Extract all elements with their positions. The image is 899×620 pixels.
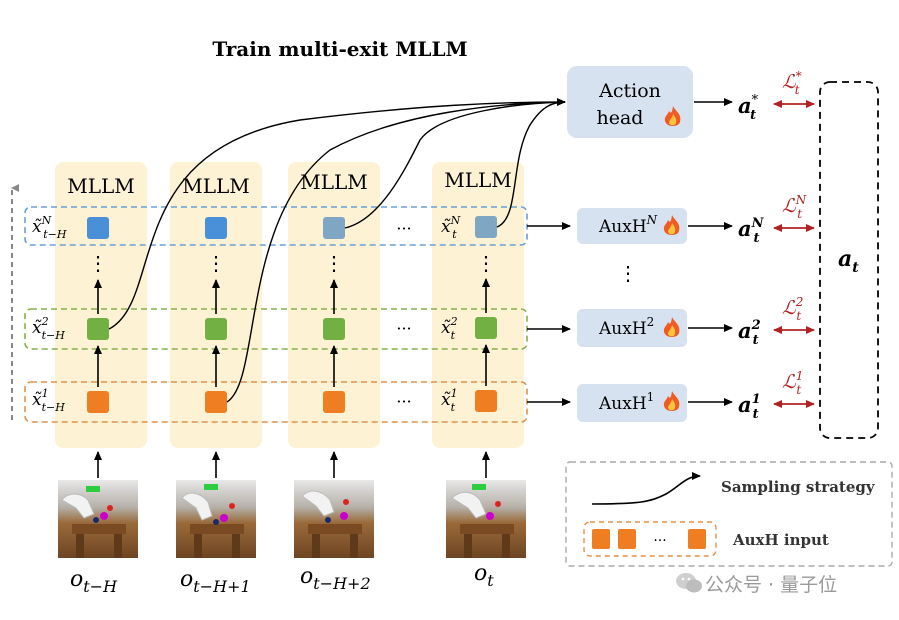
output-a-star: a*t	[738, 93, 759, 123]
svg-text:AuxH1: AuxH1	[598, 390, 654, 414]
mllm-label-4: MLLM	[444, 168, 512, 192]
aux-head-1: AuxH1	[577, 384, 687, 422]
action-head-box	[567, 66, 693, 138]
wechat-icon	[676, 573, 702, 593]
watermark: 公众号 · 量子位	[676, 573, 837, 596]
mllm-column-4	[432, 162, 524, 448]
legend-token-1	[592, 529, 610, 549]
vdots-3: ⋮	[324, 251, 344, 275]
obs-label-2: ot−H+1	[180, 567, 251, 596]
token-1-4	[475, 390, 497, 412]
loss-star: ℒ*t	[782, 69, 802, 97]
flame-icon	[663, 391, 680, 411]
aux-head-N: AuxHN	[577, 208, 687, 244]
hdots-N: ···	[396, 219, 411, 238]
svg-text:AuxHN: AuxHN	[598, 213, 658, 237]
legend-sampling-curve	[591, 472, 701, 505]
hdots-1: ···	[396, 392, 411, 411]
token-1-3	[323, 391, 345, 413]
obs-label-1: ot−H	[70, 567, 118, 596]
flame-icon	[663, 317, 680, 337]
token-N-2	[205, 217, 227, 239]
token-1-2	[205, 391, 227, 413]
obs-label-4: ot	[474, 561, 494, 590]
obs-label-3: ot−H+2	[300, 564, 371, 593]
vdots-2: ⋮	[206, 251, 226, 275]
head-output-arrows	[688, 98, 733, 406]
observation-images	[58, 480, 526, 558]
row-to-aux-arrows	[527, 222, 571, 406]
watermark-text: 公众号 · 量子位	[705, 574, 837, 596]
legend-token-3	[688, 529, 706, 549]
target-label: at	[838, 246, 859, 276]
token-1-1	[87, 391, 109, 413]
token-2-2	[205, 318, 227, 340]
layer-arrows	[94, 278, 490, 478]
flame-icon	[664, 106, 681, 126]
robot-scene-image-4	[446, 480, 526, 558]
vdots-1: ⋮	[88, 251, 108, 275]
hdots-2: ···	[396, 319, 411, 338]
token-2-4	[475, 317, 497, 339]
diagram-title: Train multi-exit MLLM	[212, 37, 467, 61]
robot-scene-image-1	[58, 480, 138, 558]
vdots-4: ⋮	[476, 251, 496, 275]
token-N-3	[323, 217, 345, 239]
legend-token-2	[618, 529, 636, 549]
legend-sampling-label: Sampling strategy	[721, 478, 876, 496]
mllm-label-3: MLLM	[300, 170, 368, 194]
action-head-line2: head	[597, 107, 644, 129]
mllm-label-2: MLLM	[182, 174, 250, 198]
token-N-4	[475, 216, 497, 238]
svg-text:AuxH2: AuxH2	[598, 315, 654, 339]
legend-dots: ···	[653, 533, 666, 549]
token-2-3	[323, 318, 345, 340]
mllm-label-1: MLLM	[67, 174, 135, 198]
robot-scene-image-2	[176, 480, 256, 558]
token-N-1	[87, 217, 109, 239]
legend-auxh-label: AuxH input	[732, 531, 829, 549]
action-head-line1: Action	[598, 80, 661, 102]
vdots-aux: ⋮	[618, 261, 638, 285]
legend-auxh-input-box	[583, 521, 717, 557]
sampling-curves	[108, 98, 566, 403]
target-box	[819, 81, 879, 439]
robot-scene-image-3	[294, 480, 374, 558]
loss-arrows	[773, 100, 815, 408]
mllm-column-1	[55, 162, 147, 448]
flame-icon	[663, 215, 680, 235]
token-2-1	[87, 318, 109, 340]
aux-head-2: AuxH2	[577, 309, 687, 347]
legend-box	[565, 461, 893, 567]
